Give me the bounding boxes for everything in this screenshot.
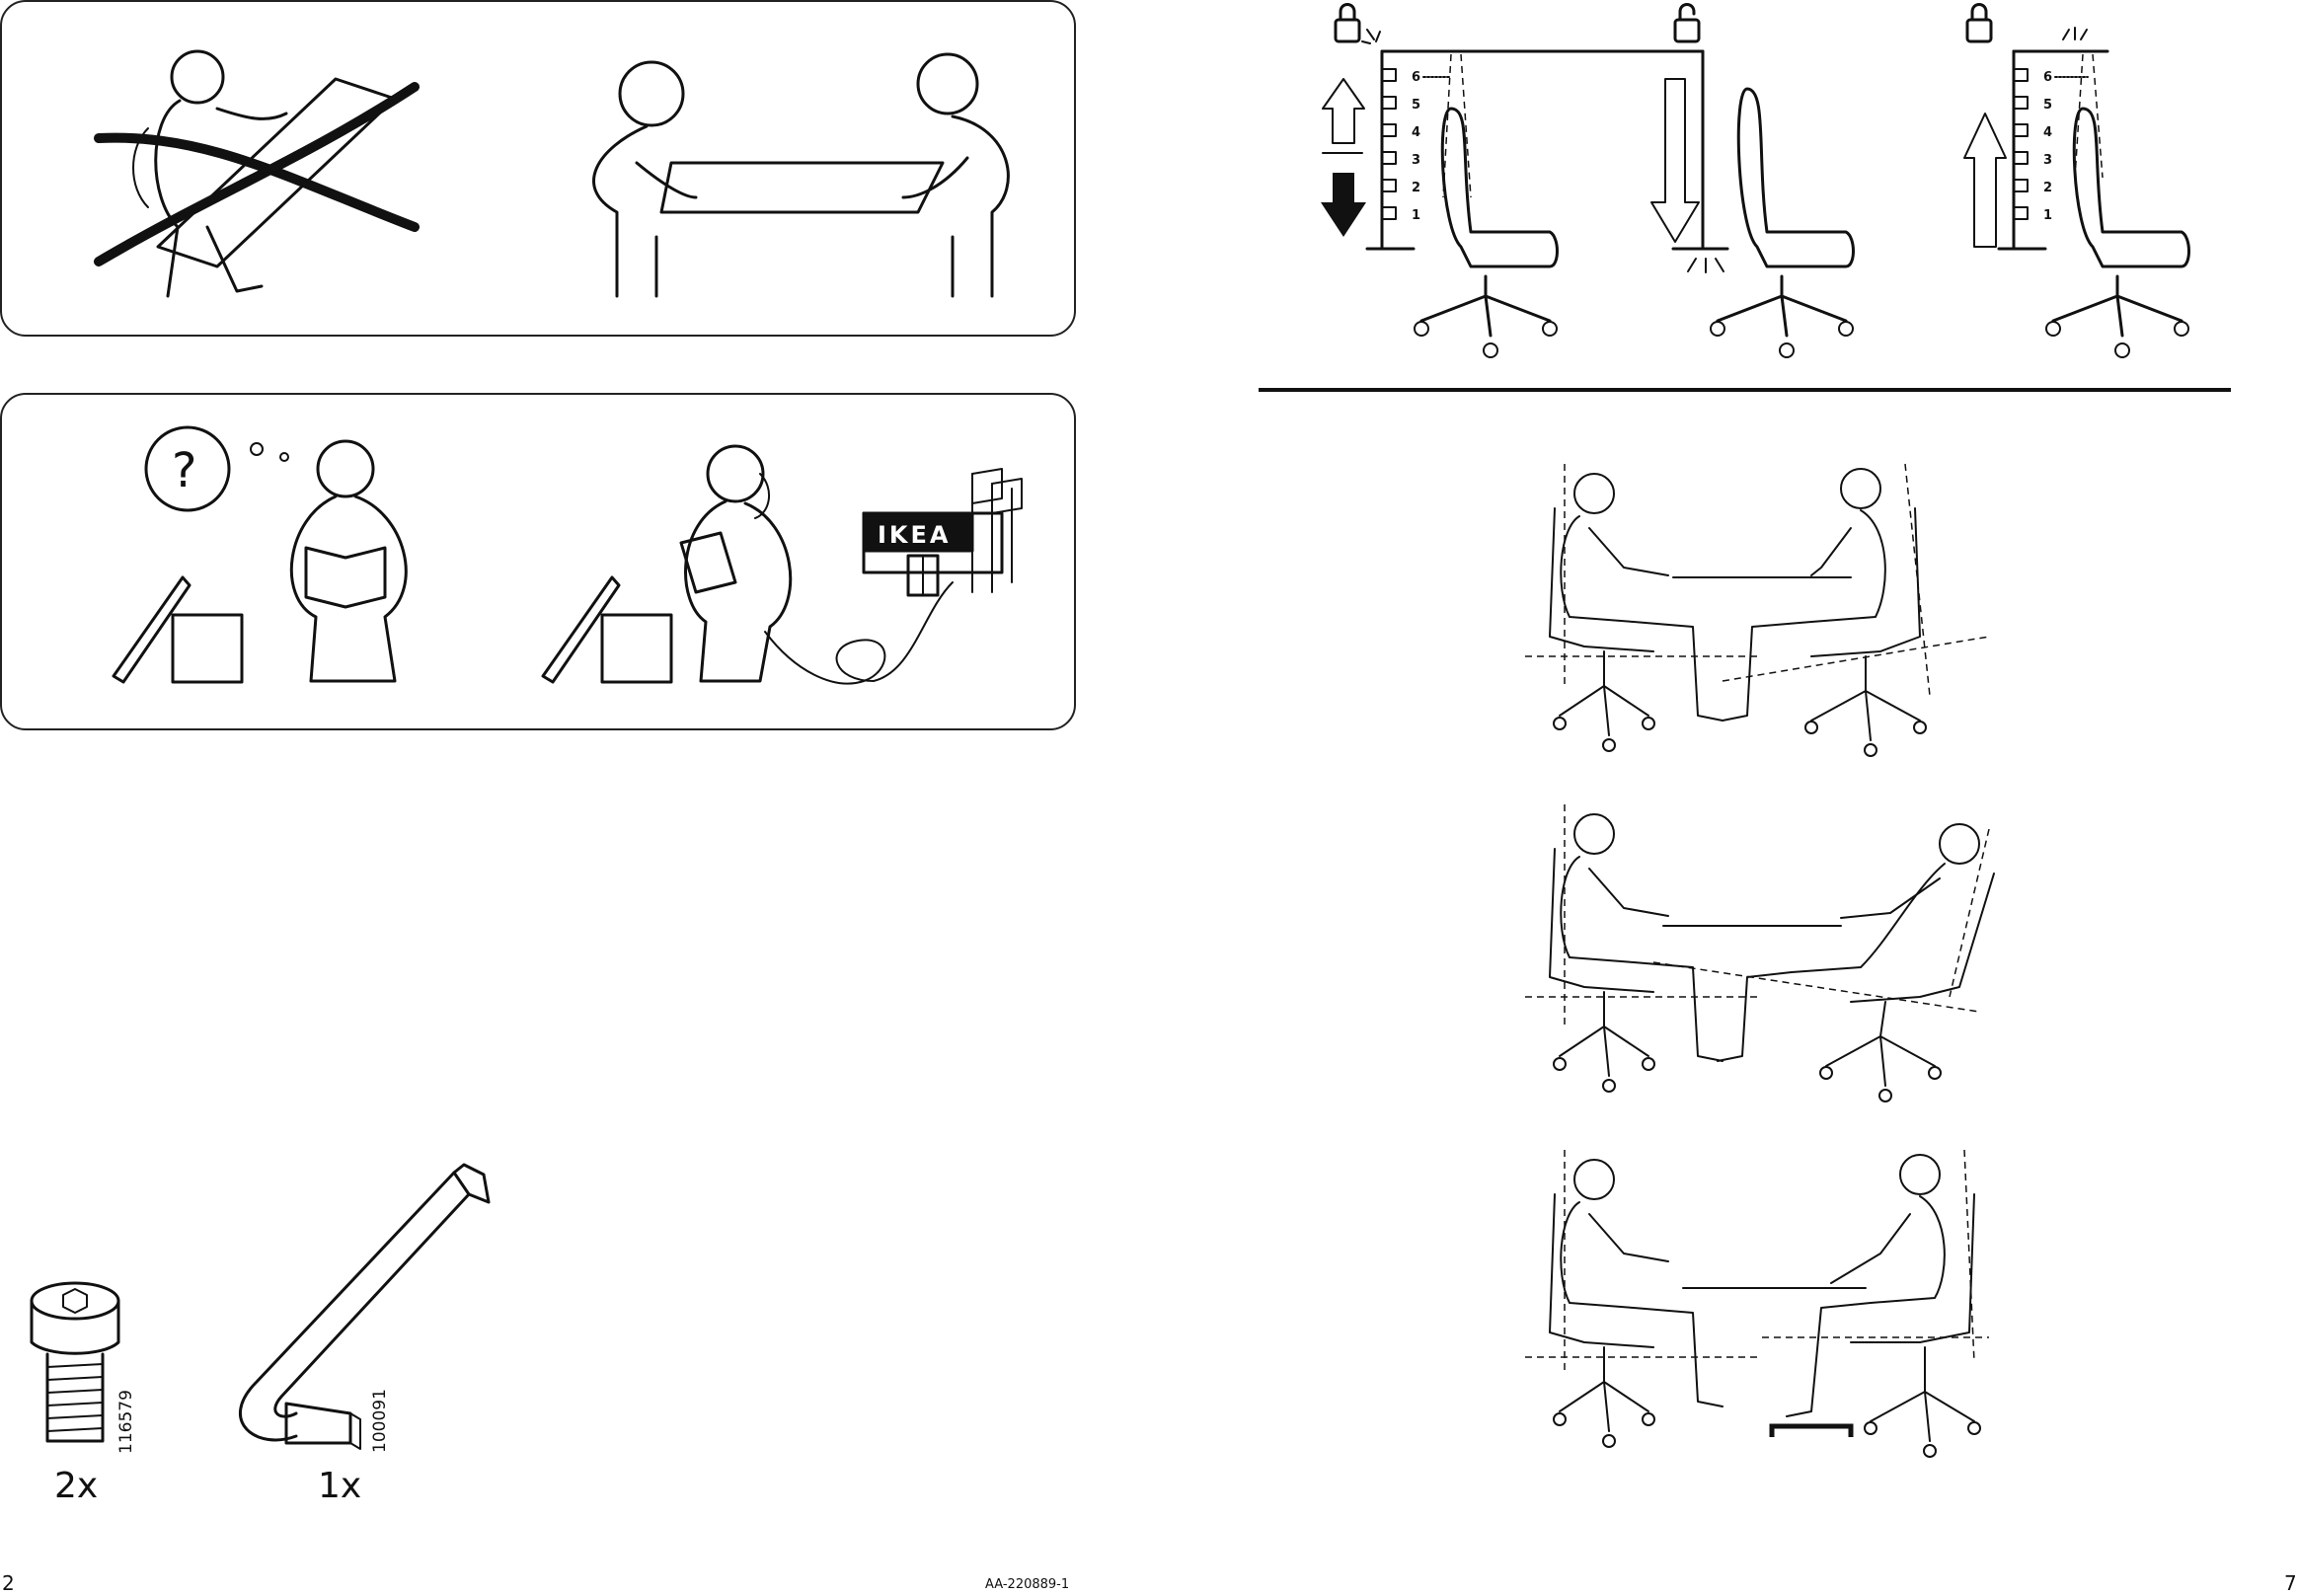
height-mark-1-b: 1 <box>2043 208 2052 223</box>
padlock-locked-icon-2 <box>1965 3 1993 43</box>
height-mark-2: 2 <box>1412 181 1420 195</box>
contact-store-panel <box>0 393 1076 730</box>
screw-article-number: 116579 <box>116 1390 136 1454</box>
allen-key-illustration <box>238 1163 491 1450</box>
screw-quantity: 2x <box>54 1466 99 1506</box>
height-mark-3: 3 <box>1412 153 1420 168</box>
posture-scene-footrest <box>1525 1149 1989 1458</box>
height-mark-4: 4 <box>1412 125 1420 140</box>
single-person-carry-crossed-illustration <box>94 49 420 298</box>
padlock-locked-icon <box>1334 3 1361 43</box>
height-mark-5: 5 <box>1412 98 1420 113</box>
arrow-down-icon <box>1321 173 1366 237</box>
two-person-carry-illustration <box>592 52 1010 298</box>
confused-person-illustration: ? <box>112 425 408 684</box>
height-mark-2-b: 2 <box>2043 181 2052 195</box>
seat-height-adjustment-diagram: 6 5 4 3 2 1 6 5 4 3 2 1 <box>1259 3 2231 392</box>
posture-scene-reclined <box>1525 804 1995 1102</box>
screw-illustration <box>30 1281 120 1443</box>
arrow-up-icon <box>1322 78 1365 144</box>
height-mark-6-b: 6 <box>2043 70 2052 85</box>
height-mark-3-b: 3 <box>2043 153 2052 168</box>
arrow-up-icon-2 <box>1963 113 2007 248</box>
height-mark-5-b: 5 <box>2043 98 2052 113</box>
height-mark-6: 6 <box>1412 70 1420 85</box>
two-person-lift-panel <box>0 0 1076 337</box>
height-mark-1: 1 <box>1412 208 1420 223</box>
question-mark-icon: ? <box>172 443 196 498</box>
left-page-number: 2 <box>2 1571 15 1595</box>
padlock-unlocked-icon <box>1673 3 1701 43</box>
allen-key-article-number: 100091 <box>370 1389 390 1453</box>
allen-key-quantity: 1x <box>318 1466 362 1506</box>
phone-ikea-illustration: IKEA <box>541 444 1023 685</box>
right-page-number: 7 <box>2284 1571 2297 1595</box>
posture-scene-upright <box>1525 463 1990 757</box>
document-code: AA-220889-1 <box>985 1577 1070 1592</box>
height-mark-4-b: 4 <box>2043 125 2052 140</box>
ikea-store-sign: IKEA <box>878 521 952 549</box>
